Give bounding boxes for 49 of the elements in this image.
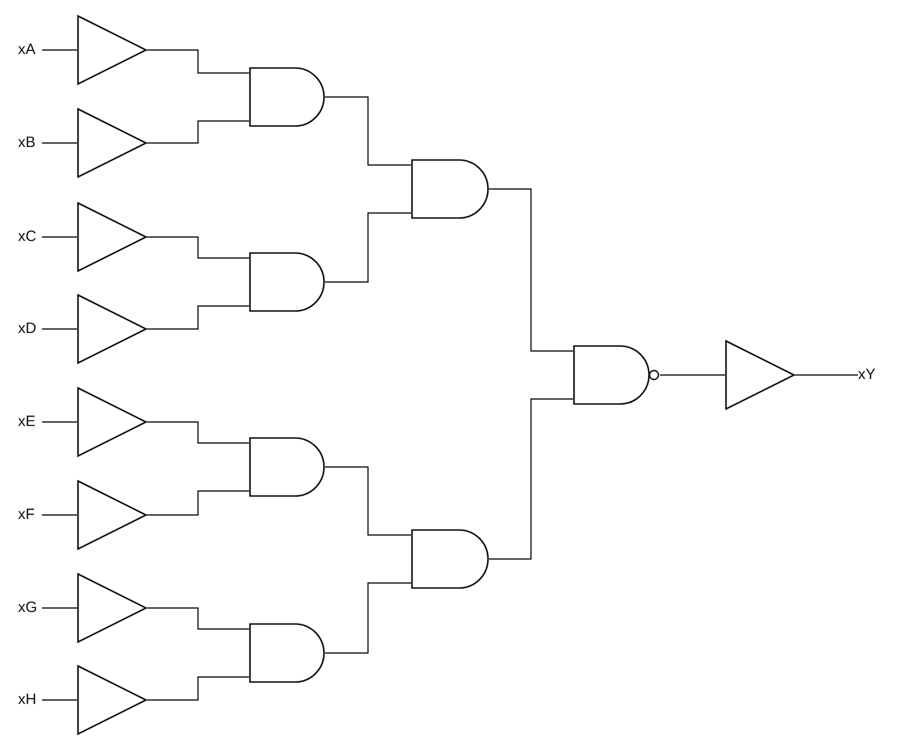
wire bbox=[325, 582, 411, 654]
wire bbox=[42, 328, 77, 330]
signal-label: xC bbox=[18, 228, 36, 246]
signal-label: xH bbox=[18, 691, 36, 709]
buffer-gate bbox=[77, 202, 147, 272]
wire bbox=[147, 490, 249, 516]
and-gate bbox=[249, 437, 325, 497]
wire bbox=[42, 699, 77, 701]
and-gate bbox=[411, 159, 489, 219]
buffer-gate bbox=[77, 387, 147, 457]
wire bbox=[42, 514, 77, 516]
wire bbox=[147, 120, 249, 144]
signal-label: xY bbox=[858, 366, 876, 384]
signal-label: xE bbox=[18, 413, 36, 431]
buffer-gate bbox=[77, 294, 147, 364]
wire bbox=[42, 607, 77, 609]
wire bbox=[42, 49, 77, 51]
wire bbox=[795, 374, 858, 376]
signal-label: xD bbox=[18, 320, 36, 338]
buffer-gate bbox=[77, 108, 147, 178]
wire bbox=[660, 374, 725, 376]
buffer-gate bbox=[77, 15, 147, 85]
wire bbox=[325, 466, 411, 536]
signal-label: xG bbox=[18, 599, 38, 617]
signal-label: xB bbox=[18, 134, 36, 152]
and-gate bbox=[249, 623, 325, 683]
wire bbox=[147, 421, 249, 444]
buffer-gate bbox=[725, 340, 795, 410]
wire bbox=[489, 398, 573, 560]
nand-gate bbox=[573, 345, 660, 405]
wire bbox=[42, 236, 77, 238]
buffer-gate bbox=[77, 480, 147, 550]
and-gate bbox=[249, 252, 325, 312]
signal-label: xA bbox=[18, 41, 36, 59]
buffer-gate bbox=[77, 573, 147, 643]
wire bbox=[147, 607, 249, 630]
buffer-gate bbox=[77, 665, 147, 735]
wire bbox=[489, 188, 573, 352]
and-gate bbox=[411, 529, 489, 589]
signal-label: xF bbox=[18, 506, 35, 524]
wire bbox=[325, 96, 411, 166]
wire bbox=[325, 212, 411, 283]
wire bbox=[147, 305, 249, 330]
and-gate bbox=[249, 67, 325, 127]
wire bbox=[42, 142, 77, 144]
wire bbox=[147, 236, 249, 259]
wire bbox=[42, 421, 77, 423]
wire bbox=[147, 676, 249, 701]
wire bbox=[147, 49, 249, 74]
